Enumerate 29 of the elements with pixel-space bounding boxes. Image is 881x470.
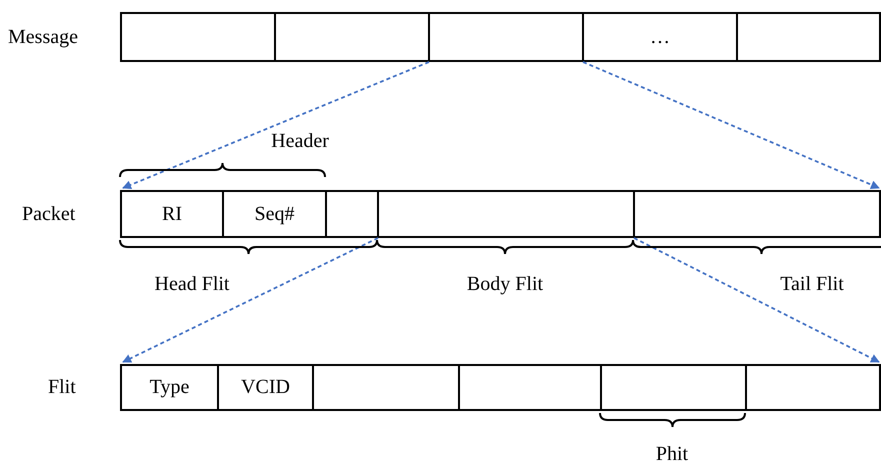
bracket-label: Phit: [656, 443, 688, 466]
packet-field: [633, 190, 881, 238]
row-label: Flit: [48, 375, 76, 400]
message-segment: [428, 12, 584, 62]
packet-field: RI: [120, 190, 224, 238]
bracket-label: Head Flit: [154, 273, 230, 296]
bracket-label: Header: [271, 130, 329, 153]
arrow: [634, 237, 880, 363]
flit-field: [312, 364, 460, 411]
message-segment: [736, 12, 881, 62]
message-segment: [120, 12, 276, 62]
bracket-label: Tail Flit: [780, 273, 844, 296]
packet-field: [325, 190, 379, 238]
arrow: [582, 61, 880, 189]
arrow: [122, 61, 430, 190]
flit-field: VCID: [217, 364, 314, 411]
flit-field: [745, 364, 881, 411]
packet-field: Seq#: [222, 190, 327, 238]
message-segment: [274, 12, 430, 62]
arrow: [122, 237, 378, 363]
message-segment: …: [582, 12, 738, 62]
packet-field: [377, 190, 635, 238]
message-row: [8, 12, 881, 62]
flit-field: [600, 364, 747, 411]
flit-field: Type: [120, 364, 219, 411]
bracket-label: Body Flit: [466, 273, 544, 296]
flit-field: [458, 364, 602, 411]
row-label: Packet: [22, 202, 76, 226]
row-label: Message: [8, 24, 78, 50]
